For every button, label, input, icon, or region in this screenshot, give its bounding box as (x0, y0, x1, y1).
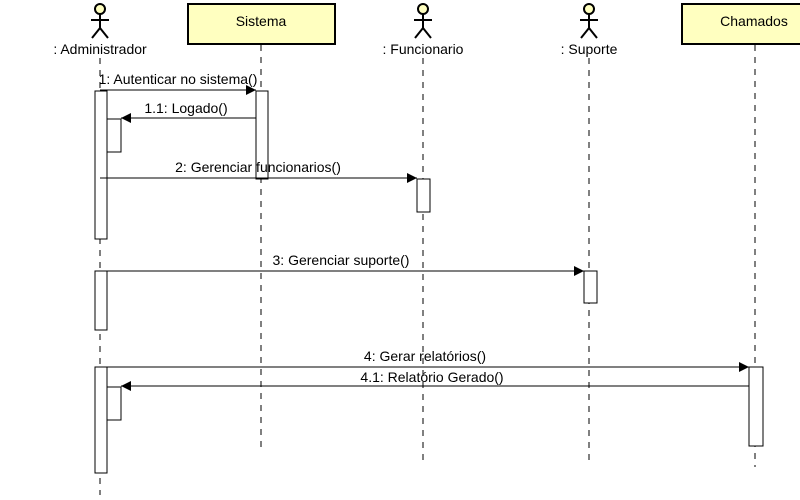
actor-suporte-label: : Suporte (561, 41, 618, 57)
message-1-label: 1: Autenticar no sistema() (99, 71, 258, 87)
activation-chamados-1 (748, 366, 764, 447)
object-chamados-label: Chamados (720, 13, 788, 29)
object-sistema-box (187, 3, 336, 45)
activation-administrador-2 (94, 270, 108, 331)
activation-suporte-1 (583, 270, 598, 304)
actor-administrador-label: : Administrador (53, 41, 147, 57)
message-1-1[interactable]: 1.1: Logado() (121, 100, 256, 123)
activation-bars (94, 90, 764, 474)
message-4-1[interactable]: 4.1: Relatório Gerado() (121, 369, 749, 391)
object-chamados-box (681, 3, 800, 45)
object-chamados[interactable]: Chamados (681, 3, 800, 45)
message-2-label: 2: Gerenciar funcionarios() (175, 159, 341, 175)
activation-administrador-3 (94, 366, 108, 474)
message-4[interactable]: 4: Gerar relatórios() (107, 348, 749, 372)
message-1-1-label: 1.1: Logado() (144, 100, 227, 116)
message-3[interactable]: 3: Gerenciar suporte() (107, 252, 584, 276)
activation-sistema-1 (255, 90, 269, 180)
actor-funcionario-label: : Funcionario (383, 41, 464, 57)
stick-figure-icon (91, 3, 109, 39)
message-1[interactable]: 1: Autenticar no sistema() (99, 71, 258, 95)
activation-administrador-3-nested (106, 386, 122, 421)
message-4-label: 4: Gerar relatórios() (364, 348, 486, 364)
activation-administrador-1 (94, 90, 108, 240)
actor-funcionario[interactable]: : Funcionario (383, 3, 464, 57)
activation-administrador-1-nested (106, 118, 122, 153)
message-4-1-label: 4.1: Relatório Gerado() (360, 369, 503, 385)
message-3-label: 3: Gerenciar suporte() (273, 252, 410, 268)
actor-administrador[interactable]: : Administrador (53, 3, 147, 57)
object-sistema-label: Sistema (236, 13, 287, 29)
stick-figure-icon (580, 3, 598, 39)
actor-suporte[interactable]: : Suporte (561, 3, 618, 57)
stick-figure-icon (414, 3, 432, 39)
message-2[interactable]: 2: Gerenciar funcionarios() (100, 159, 417, 183)
object-sistema[interactable]: Sistema (187, 3, 336, 45)
activation-funcionario-1 (416, 178, 431, 213)
